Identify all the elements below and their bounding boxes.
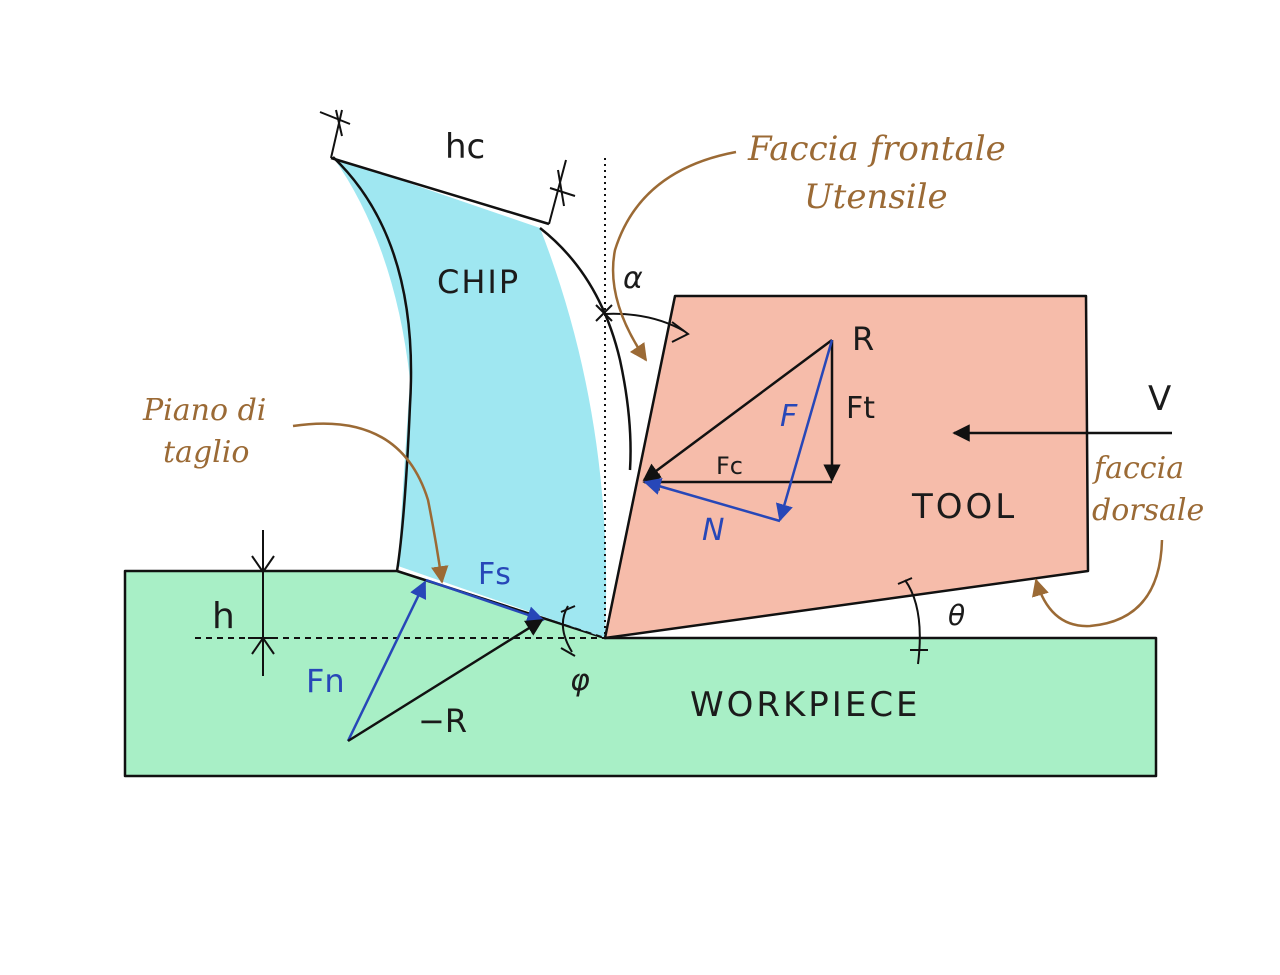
shear-plane-label-line2: taglio (163, 435, 249, 470)
resultant-label: R (852, 320, 874, 358)
chip-front-outline (539, 227, 632, 471)
resultant-force-arrow (642, 338, 833, 482)
tool-label: TOOL (911, 487, 1017, 527)
chip-thickness-label: hc (445, 127, 485, 167)
shear-normal-force-label: Fn (306, 662, 345, 700)
normal-force-arrow (643, 477, 781, 523)
shear-force-arrow (425, 578, 545, 624)
cutting-velocity: V (952, 379, 1172, 442)
flank-face-pointer-arrow (1032, 539, 1164, 628)
shear-plane-label-line1: Piano di (142, 393, 266, 428)
normal-force-label: N (702, 513, 724, 548)
shear-force-label: Fs (478, 557, 511, 592)
flank-face-label-line1: faccia (1092, 451, 1184, 486)
rake-angle-alpha: α (595, 261, 690, 343)
cutting-force-label: Fc (716, 452, 743, 480)
depth-of-cut-dimension: h (212, 530, 278, 676)
shear-plane-annotation: Piano di taglio (142, 393, 449, 584)
shear-normal-force-arrow (346, 580, 427, 742)
chip-label: CHIP (437, 263, 520, 301)
flank-face-annotation: faccia dorsale (1032, 451, 1204, 628)
tangential-force-label: Ft (846, 391, 875, 426)
shear-angle-phi: φ (560, 605, 590, 698)
tool-body (603, 294, 1090, 640)
workpiece: WORKPIECE (123, 569, 1158, 778)
chip-fill (333, 157, 607, 638)
clearance-angle-label: θ (948, 599, 965, 632)
shear-plane-pointer-arrow (292, 422, 449, 584)
rake-angle-label: α (623, 261, 643, 296)
velocity-label: V (1148, 379, 1171, 419)
tool-force-triangle: R Ft Fc F N (642, 320, 875, 548)
reaction-resultant-arrow (347, 618, 544, 743)
rake-face-label-line1: Faccia frontale (747, 129, 1006, 169)
workpiece-label: WORKPIECE (690, 685, 921, 725)
clearance-angle-theta: θ (897, 577, 965, 665)
chip: CHIP (332, 156, 632, 638)
rake-face-annotation: Faccia frontale Utensile (611, 129, 1006, 362)
shear-angle-label: φ (570, 663, 590, 698)
chip-back-outline (332, 156, 413, 572)
friction-force-label: F (780, 399, 798, 434)
flank-face-label-line2: dorsale (1092, 493, 1204, 528)
rake-face-pointer-arrow (611, 150, 737, 362)
chip-thickness-dimension: hc (319, 109, 576, 226)
rake-face-label-line2: Utensile (804, 177, 948, 217)
friction-force-arrow (775, 339, 834, 522)
shear-zone-forces: Fn Fs −R (306, 557, 545, 743)
reaction-resultant-label: −R (418, 702, 467, 740)
depth-of-cut-label: h (212, 596, 235, 637)
tool: TOOL (603, 294, 1090, 640)
